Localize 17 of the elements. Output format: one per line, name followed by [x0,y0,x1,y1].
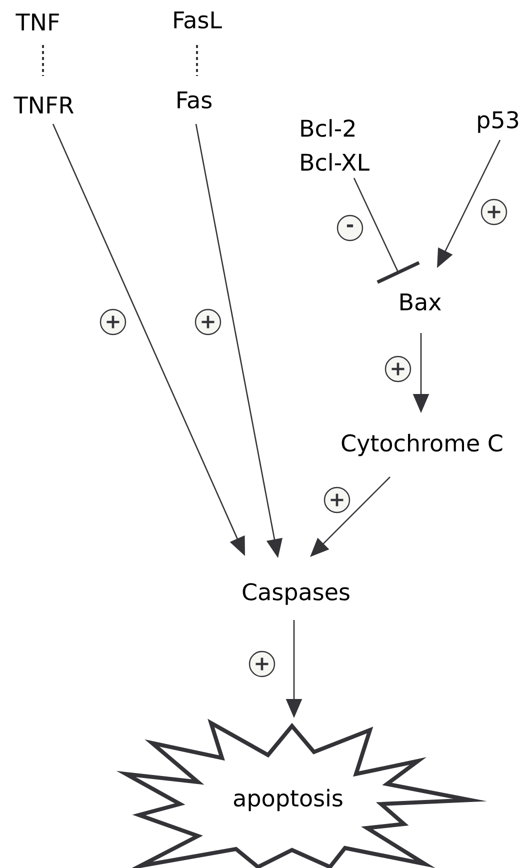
node-label: FasL [174,11,222,29]
edge-label: - [336,214,364,242]
inhibition-line [353,178,420,284]
node-label: Bax [400,293,441,311]
edge-label: + [480,198,508,226]
node-label: Fas [178,91,212,109]
edge-label: + [324,486,350,514]
node-label: Caspases [242,583,350,605]
node-label: TNFR [14,96,74,114]
node-label: TNF [16,14,59,30]
node-label: Bcl-2 Bcl-XL [301,119,370,171]
edge-label: + [100,308,126,336]
node-label: p53 [478,111,518,133]
edge-label: + [384,356,412,382]
edge-label: + [194,308,222,336]
edge-label: + [248,650,276,678]
node-label: Cytochrome C [342,434,502,456]
